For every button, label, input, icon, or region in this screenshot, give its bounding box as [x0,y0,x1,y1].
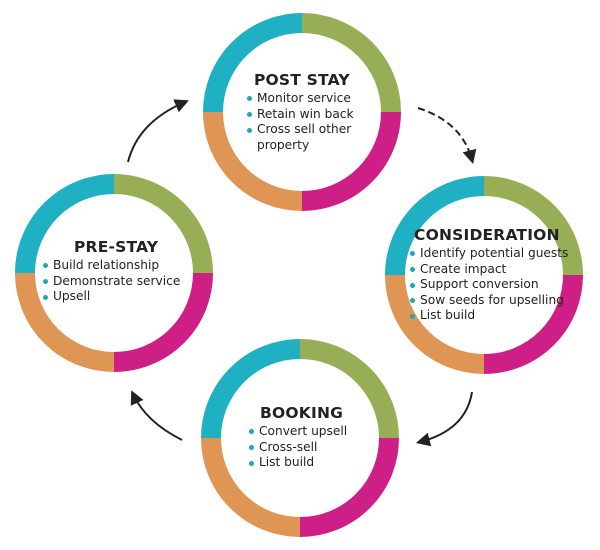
list-item: Cross-sell [248,440,347,456]
list-item-label: Sow seeds for upselling [420,292,564,307]
ring-segment-magenta [483,274,583,374]
ring-segment-orange [385,274,485,374]
list-item: List build [409,308,568,324]
ring-consideration [385,176,583,374]
list-item: Demonstrate service [42,274,180,290]
ring-segment-orange [15,272,115,372]
stage-pre-stay: PRE-STAY Build relationship Demonstrate … [42,238,180,305]
ring-segment-orange [203,111,303,211]
stage-booking: BOOKING Convert upsell Cross-sell List b… [248,404,347,471]
ring-segment-orange [201,437,301,537]
arrow-post-stay-to-consideration [417,107,477,165]
ring-segment-teal [203,13,303,113]
list-item-label: Demonstrate service [53,273,181,288]
list-item: Create impact [409,262,568,278]
list-item-label: Build relationship [53,258,160,272]
bullet-icon [410,282,415,288]
arrow-consideration-to-booking [415,391,473,447]
stage-item-list: Build relationship Demonstrate service U… [42,258,180,305]
list-item-label: Monitor service [257,91,351,105]
bullet-icon [249,429,254,435]
list-item-label: Cross-sell [259,439,318,454]
arrow-pre-stay-to-post-stay [127,99,189,163]
list-item-label: List build [259,455,315,470]
stage-consideration: CONSIDERATION Identify potential guests … [409,226,568,324]
list-item: Build relationship [42,258,180,274]
list-item: Cross sell other property [246,122,392,153]
bullet-icon [249,460,254,466]
ring-segment-green [483,176,583,276]
list-item: Sow seeds for upselling [409,293,568,309]
bullet-icon [249,444,254,450]
list-item: Retain win back [246,107,392,123]
stage-post-stay: POST STAY Monitor service Retain win bac… [246,71,392,153]
list-item-label: Identify potential guests [420,246,569,260]
bullet-icon [410,313,415,319]
ring-post-stay [203,13,401,211]
bullet-icon [247,96,252,102]
ring-segment-magenta [113,272,213,372]
arrow-booking-to-pre-stay [130,390,183,441]
bullet-icon [43,278,48,284]
ring-segment-green [301,13,401,113]
list-item-label: List build [420,308,476,323]
ring-segment-magenta [299,437,399,537]
stage-title: BOOKING [260,404,344,422]
list-item: Upsell [42,289,180,305]
stage-title: PRE-STAY [74,238,159,256]
list-item: Identify potential guests [409,246,568,262]
ring-segment-green [113,174,213,274]
stage-title: POST STAY [254,71,350,89]
stage-item-list: Identify potential guests Create impact … [409,246,568,324]
list-item: Monitor service [246,91,392,107]
list-item-label: Support conversion [420,277,539,292]
stage-title: CONSIDERATION [414,226,560,244]
bullet-icon [410,251,415,257]
ring-segment-teal [201,339,301,439]
ring-segment-teal [385,176,485,276]
bullet-icon [247,127,252,133]
ring-booking [201,339,399,537]
ring-segment-teal [15,174,115,274]
bullet-icon [410,266,415,272]
bullet-icon [410,298,415,304]
list-item: List build [248,455,347,471]
list-item-label: Create impact [420,261,507,276]
bullet-icon [43,294,48,300]
stage-item-list: Monitor service Retain win back Cross se… [246,91,392,153]
list-item-label: Retain win back [257,106,354,121]
stage-item-list: Convert upsell Cross-sell List build [248,424,347,471]
list-item-label: Cross sell other property [257,122,352,152]
bullet-icon [247,111,252,117]
ring-pre-stay [15,174,213,372]
ring-segment-green [299,339,399,439]
list-item: Support conversion [409,277,568,293]
ring-segment-magenta [301,111,401,211]
list-item-label: Upsell [53,289,91,304]
list-item-label: Convert upsell [259,424,348,438]
bullet-icon [43,263,48,269]
list-item: Convert upsell [248,424,347,440]
